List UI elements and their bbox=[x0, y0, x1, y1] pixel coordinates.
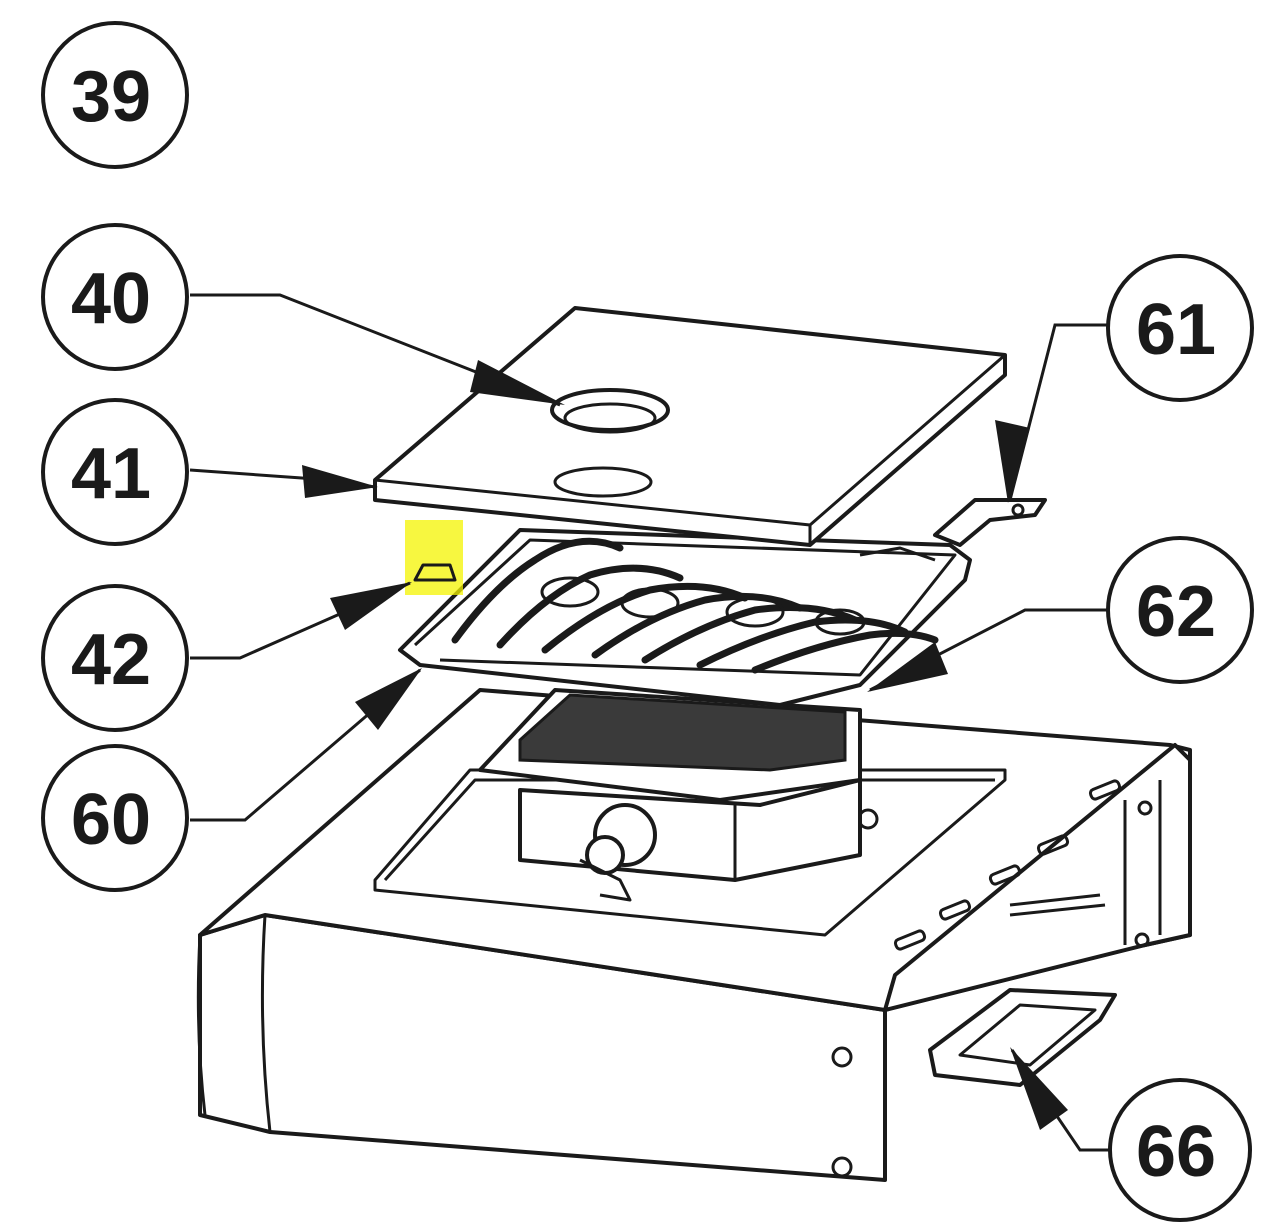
callout-62-label: 62 bbox=[1136, 572, 1216, 652]
callout-66: 66 bbox=[1108, 1078, 1252, 1222]
cooking-grate bbox=[398, 528, 972, 707]
callout-62: 62 bbox=[1106, 536, 1254, 684]
callout-66-label: 66 bbox=[1136, 1112, 1216, 1192]
callout-42: 42 bbox=[41, 584, 189, 732]
callout-41-circle bbox=[41, 398, 189, 546]
callout-41: 41 bbox=[41, 398, 189, 546]
callout-60-circle bbox=[41, 744, 189, 892]
callout-60: 60 bbox=[41, 744, 189, 892]
lid-cover bbox=[373, 306, 1047, 547]
callout-40: 40 bbox=[41, 223, 189, 371]
leader-lines bbox=[189, 293, 1120, 1152]
callout-42-circle bbox=[41, 584, 189, 732]
drip-tray bbox=[928, 988, 1117, 1087]
callout-40-circle bbox=[41, 223, 189, 371]
highlight-marker bbox=[405, 520, 463, 595]
callout-61: 61 bbox=[1106, 254, 1254, 402]
burner-assembly bbox=[478, 688, 862, 902]
callout-39: 39 bbox=[41, 21, 189, 169]
callout-62-circle bbox=[1106, 536, 1254, 684]
callout-61-label: 61 bbox=[1136, 290, 1216, 370]
callout-42-label: 42 bbox=[71, 620, 151, 700]
callout-39-label: 39 bbox=[71, 57, 151, 137]
callout-39-circle bbox=[41, 21, 189, 169]
side-vent-slots bbox=[893, 779, 1122, 951]
callout-40-label: 40 bbox=[71, 259, 151, 339]
callout-66-circle bbox=[1108, 1078, 1252, 1222]
callout-60-label: 60 bbox=[71, 780, 151, 860]
callout-41-label: 41 bbox=[71, 434, 151, 514]
callout-61-circle bbox=[1106, 254, 1254, 402]
